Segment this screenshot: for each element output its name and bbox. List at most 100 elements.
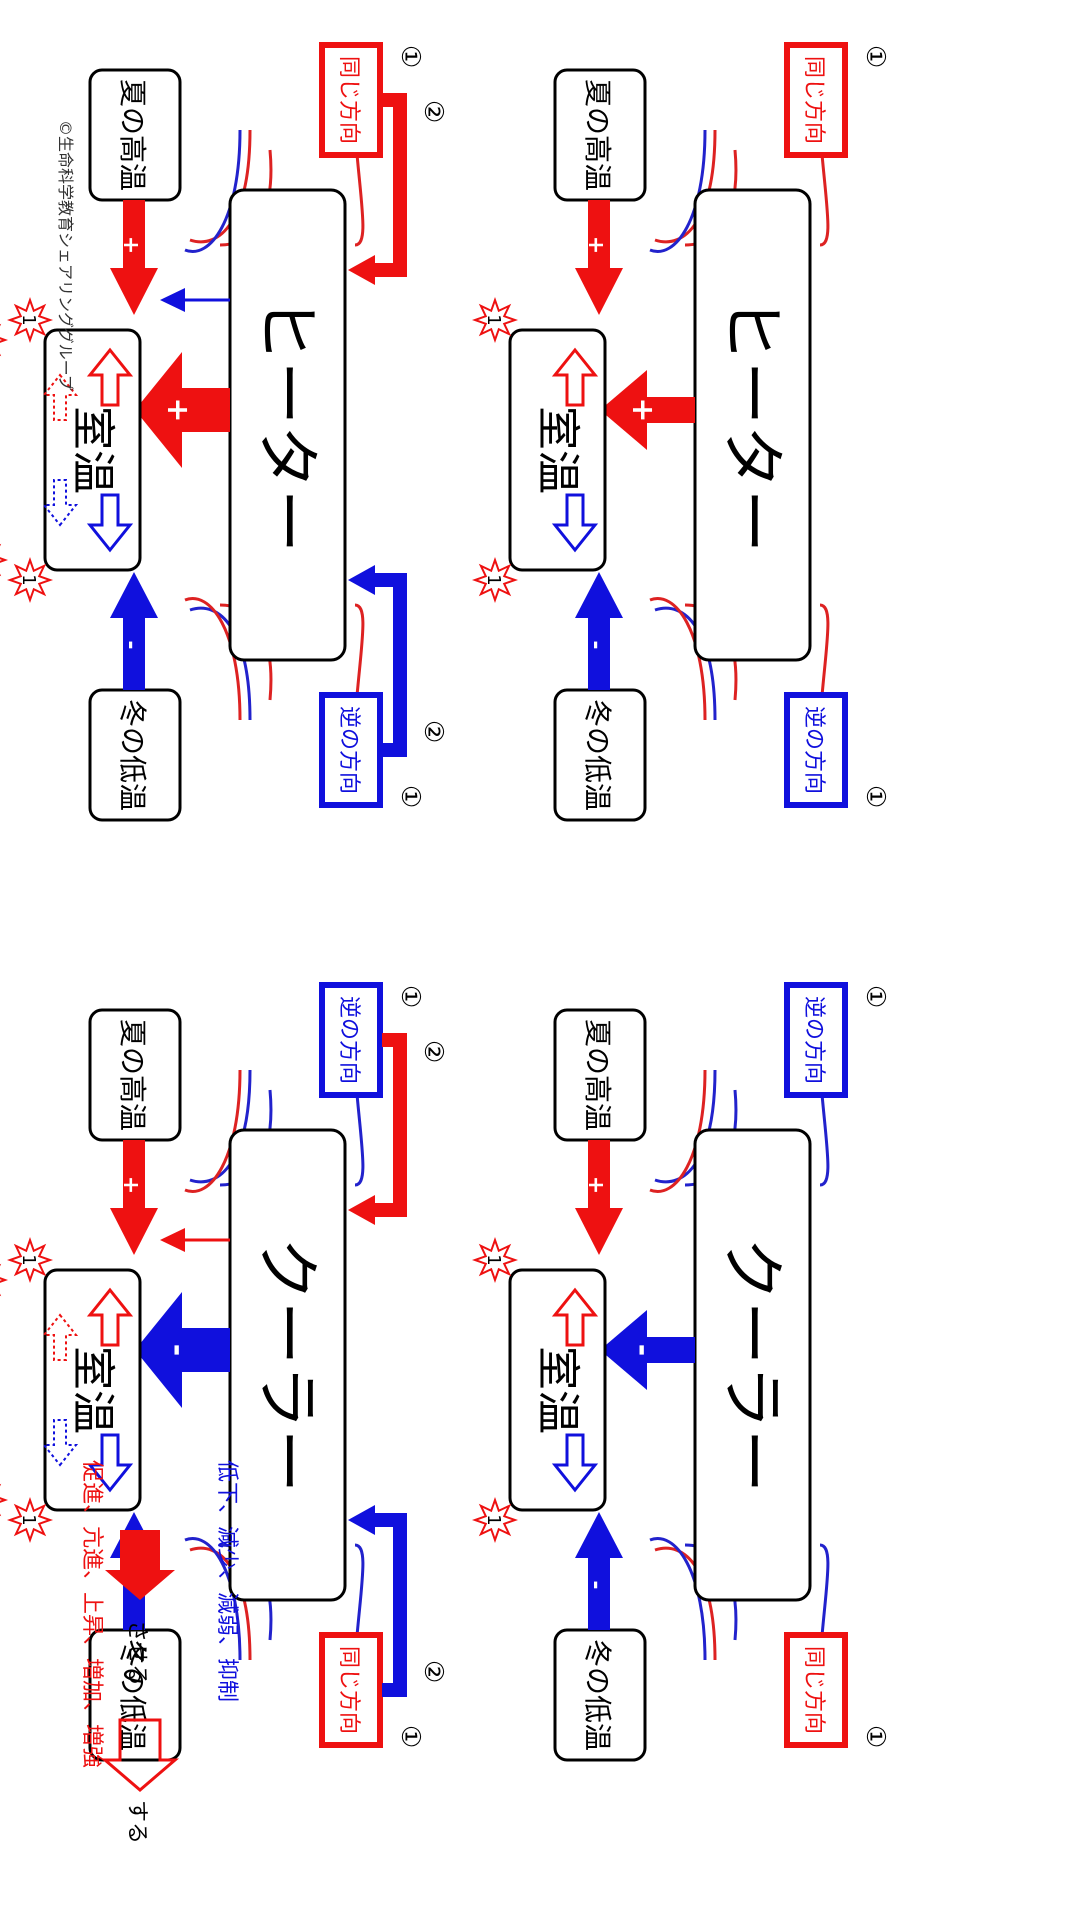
heater-main-arrow-head (600, 370, 647, 450)
summer-plus-arrow-shaft (123, 1140, 145, 1210)
star-marker-label: 1 (18, 1254, 39, 1265)
legend-decrease-label: 低下、減少、減弱、抑制 (214, 1460, 239, 1702)
room-down-outline-arrow (551, 1433, 599, 1493)
summer-plus-arrow-head (575, 268, 623, 315)
feedback-elbow-arrow (370, 1033, 407, 1217)
cooler-room-box (508, 1268, 607, 1512)
legend-cause-increase-arrow (105, 1530, 175, 1600)
star-marker (471, 1496, 519, 1544)
star-marker-label: 1 (18, 314, 39, 325)
heater-direction-summer-box (319, 42, 383, 158)
cooler-main-arrow-shaft (180, 1328, 230, 1372)
room-dashed-arrow (41, 1313, 79, 1361)
heater-summer-label: 夏の高温 (116, 79, 149, 191)
winter-minus-arrow-head (110, 572, 158, 618)
circle-marker: ① (860, 1725, 890, 1748)
cooler-direction-winter-box (319, 1632, 383, 1748)
summer-plus-arrow-head (110, 268, 158, 315)
cooler-device-label: クーラー (249, 1237, 323, 1493)
feedback-elbow-arrow-head (348, 565, 375, 595)
winter-minus-arrow-head (575, 572, 623, 618)
summer-plus-sign: + (118, 1176, 143, 1194)
star-marker (6, 296, 54, 344)
circle-marker: ① (860, 785, 890, 808)
winter-minus-sign: - (583, 640, 608, 649)
side-thin-arrow-head (160, 288, 185, 312)
winter-minus-arrow-shaft (123, 615, 145, 690)
room-up-outline-arrow (86, 1287, 134, 1347)
heater-main-arrow-shaft (180, 388, 230, 432)
summer-plus-arrow-head (110, 1208, 158, 1255)
feedback-elbow-arrow-head (348, 1195, 375, 1225)
cooler-room-box (43, 1268, 142, 1512)
circle-marker: ② (418, 1660, 448, 1683)
heater-room-box (43, 328, 142, 572)
cooler-summer-label: 夏の高温 (581, 1019, 614, 1131)
summer-plus-arrow-shaft (588, 200, 610, 270)
summer-plus-sign: + (583, 236, 608, 254)
cooler-summer-label: 夏の高温 (116, 1019, 149, 1131)
diagram-rotated-root: ヒーター+室温夏の高温冬の低温+-11同じ方向逆の方向①①②②22クーラー-室温… (0, 42, 890, 1844)
cooler-main-arrow-head (600, 1310, 647, 1390)
star-marker (6, 556, 54, 604)
circle-marker: ① (860, 45, 890, 68)
winter-minus-sign: - (118, 640, 143, 649)
feedback-elbow-arrow (370, 93, 407, 277)
legend-self-increase-arrow (100, 1718, 180, 1792)
star-marker (0, 316, 9, 364)
winter-minus-arrow-shaft (588, 1555, 610, 1630)
cooler-direction-summer-box (784, 982, 848, 1098)
cooler-room-label: 室温 (532, 1346, 583, 1434)
heater-device-box (693, 188, 812, 662)
cooler-main-arrow-head (135, 1292, 182, 1408)
cooler-direction-summer-label: 逆の方向 (801, 996, 826, 1084)
legend: 促進、亢進、上昇、増加、増強させるする低下、減少、減弱、抑制 (79, 1460, 239, 1844)
room-down-outline-arrow (86, 493, 134, 553)
cooler-direction-winter-label: 同じ方向 (336, 1646, 361, 1734)
cooler-device-label: クーラー (714, 1237, 788, 1493)
legend-cause-text: させる (124, 1620, 149, 1686)
circle-marker: ① (395, 785, 425, 808)
circle-marker: ① (860, 985, 890, 1008)
star-marker-label: 1 (18, 574, 39, 585)
heater-direction-winter-label: 逆の方向 (336, 706, 361, 794)
summer-plus-arrow-head (575, 1208, 623, 1255)
circle-marker: ② (418, 720, 448, 743)
star-marker (471, 296, 519, 344)
summer-plus-arrow-shaft (588, 1140, 610, 1210)
room-down-outline-arrow (86, 1433, 134, 1493)
connector-line (184, 597, 242, 721)
heater-direction-summer-box (784, 42, 848, 158)
connector-line (649, 1537, 707, 1661)
room-up-outline-arrow (86, 347, 134, 407)
cooler-direction-summer-box (319, 982, 383, 1098)
cooler-direction-winter-box (784, 1632, 848, 1748)
heater-direction-winter-box (784, 692, 848, 808)
star-marker (6, 1496, 54, 1544)
cooler-direction-summer-label: 逆の方向 (336, 996, 361, 1084)
circle-marker: ① (395, 1725, 425, 1748)
winter-minus-arrow-head (575, 1512, 623, 1558)
room-up-outline-arrow (551, 347, 599, 407)
connector-line (649, 597, 707, 721)
winter-minus-sign: - (583, 1580, 608, 1589)
star-marker-label: 1 (483, 1254, 504, 1265)
side-thin-arrow-head (160, 1228, 185, 1252)
heater-room-box (508, 328, 607, 572)
heater-direction-winter-box (319, 692, 383, 808)
summer-plus-arrow-shaft (123, 200, 145, 270)
circle-marker: ② (418, 1040, 448, 1063)
connector-line (184, 129, 242, 253)
star-marker (471, 556, 519, 604)
cooler-main-arrow-shaft (645, 1337, 695, 1363)
circle-marker: ① (395, 45, 425, 68)
heater-main-arrow-shaft (645, 397, 695, 423)
connector-line (184, 1537, 242, 1661)
star-marker-label: 1 (483, 574, 504, 585)
feedback-elbow-arrow (370, 1513, 407, 1697)
star-marker-label: 1 (483, 1514, 504, 1525)
